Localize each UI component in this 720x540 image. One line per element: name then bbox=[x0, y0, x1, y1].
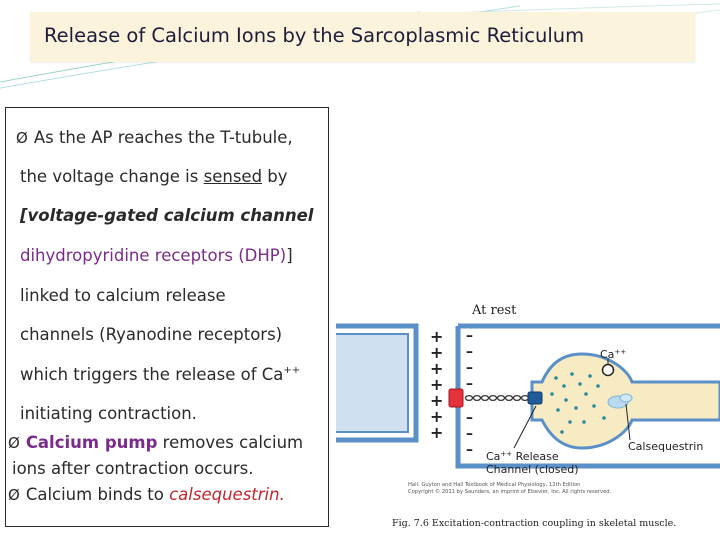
line-4: dihydropyridine receptors (DHP)] bbox=[20, 246, 293, 265]
plus-charges: + + + + + + + bbox=[430, 327, 443, 442]
line-8: initiating contraction. bbox=[20, 404, 197, 423]
credit-line-2: Copyright © 2011 by Saunders, an imprint… bbox=[408, 488, 612, 495]
svg-text:–: – bbox=[466, 426, 473, 442]
svg-text:–: – bbox=[466, 442, 473, 458]
arrow-bullet-icon: Ø bbox=[8, 486, 20, 504]
svg-text:–: – bbox=[466, 376, 473, 392]
svg-text:+: + bbox=[430, 327, 443, 346]
svg-text:–: – bbox=[466, 360, 473, 376]
ryanodine-receptor bbox=[527, 391, 543, 405]
svg-text:+: + bbox=[430, 391, 443, 410]
ca-label: Ca++ bbox=[600, 348, 626, 361]
release-channel-label-2: Channel (closed) bbox=[486, 463, 579, 476]
dhp-receptor bbox=[448, 388, 464, 408]
svg-text:–: – bbox=[466, 344, 473, 360]
linker-chain bbox=[464, 394, 530, 402]
figure-caption: Fig. 7.6 Excitation-contraction coupling… bbox=[392, 518, 677, 529]
t-tubule-membrane bbox=[336, 323, 720, 469]
svg-text:–: – bbox=[466, 328, 473, 344]
title-bar: Release of Calcium Ions by the Sarcoplas… bbox=[30, 12, 695, 62]
line-5: linked to calcium release bbox=[20, 286, 226, 305]
excitation-contraction-figure: At rest + + + + + + + – – – – – – – bbox=[336, 303, 720, 495]
line-2: the voltage change is sensed by bbox=[20, 167, 288, 186]
calsequestrin-cluster bbox=[607, 393, 633, 409]
figure-title: At rest bbox=[471, 303, 517, 318]
ca-pointer-circle bbox=[601, 363, 615, 377]
line-6: channels (Ryanodine receptors) bbox=[20, 325, 283, 344]
line-3: [voltage-gated calcium channel bbox=[20, 206, 314, 225]
line-7: which triggers the release of Ca++ bbox=[20, 365, 301, 384]
svg-text:+: + bbox=[430, 375, 443, 394]
underlined-sensed: sensed bbox=[203, 167, 263, 186]
svg-text:+: + bbox=[430, 343, 443, 362]
calcium-ions bbox=[550, 372, 606, 434]
svg-text:+: + bbox=[430, 423, 443, 442]
line-10: ions after contraction occurs. bbox=[12, 459, 254, 478]
credit-line-1: Hall: Guyton and Hall Textbook of Medica… bbox=[408, 482, 580, 488]
svg-text:+: + bbox=[430, 359, 443, 378]
slide-title: Release of Calcium Ions by the Sarcoplas… bbox=[44, 24, 585, 47]
release-channel-label-1: Ca++ Release bbox=[486, 450, 559, 463]
arrow-bullet-icon: Ø bbox=[8, 434, 20, 452]
calsequestrin-label: Calsequestrin bbox=[628, 440, 703, 453]
svg-text:+: + bbox=[430, 407, 443, 426]
svg-text:–: – bbox=[466, 410, 473, 426]
minus-charges: – – – – – – – bbox=[466, 328, 473, 458]
arrow-bullet-icon: Ø bbox=[16, 129, 28, 147]
